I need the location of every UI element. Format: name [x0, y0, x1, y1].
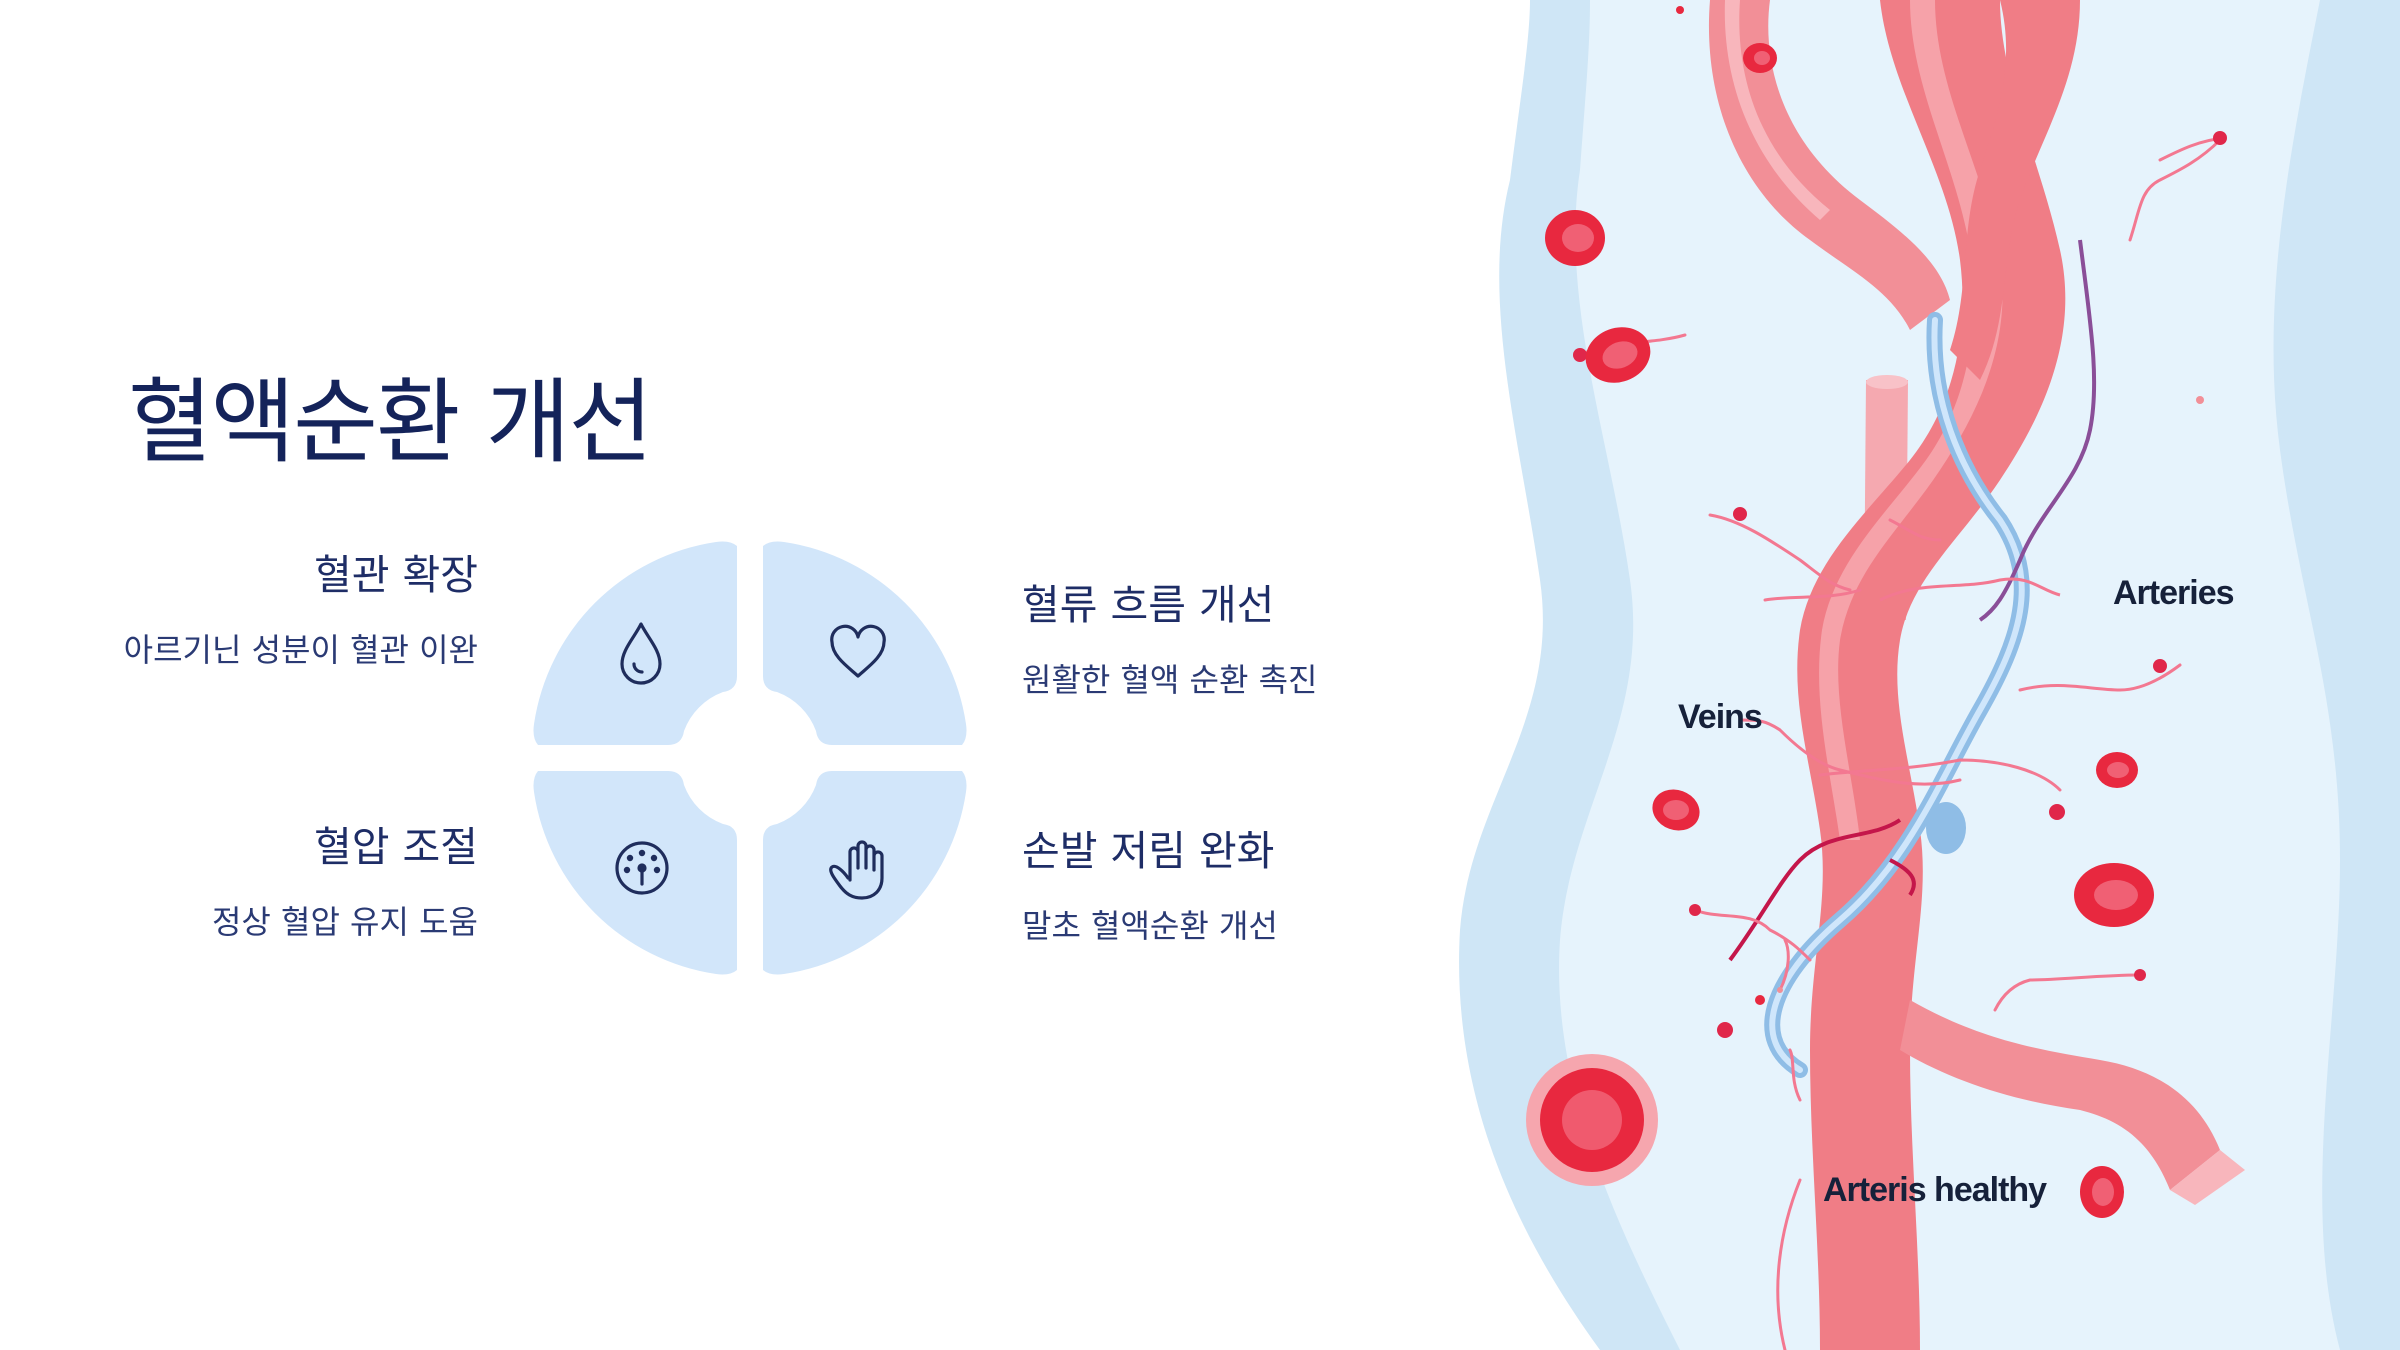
- artery-branch-lower-right: [1900, 1000, 2220, 1190]
- ring-segment-bottom-right: [763, 771, 967, 975]
- blood-vessel-illustration: Arteries Veins Arteris healthy: [1440, 0, 2400, 1350]
- red-blood-cells: [1526, 6, 2154, 1218]
- benefit-ring: [530, 538, 970, 978]
- label-arteries: Arteries: [2113, 574, 2234, 612]
- water-drop-icon: [620, 622, 662, 685]
- benefit-title: 혈관 확장: [314, 551, 478, 599]
- illustration-inner-field: [1559, 0, 2340, 1350]
- label-arteries-healthy: Arteris healthy: [1823, 1171, 2047, 1209]
- ring-segment-top-left: [533, 541, 737, 745]
- hand-icon: [829, 840, 884, 900]
- benefit-numbness: 손발 저림 완화 말초 혈액순환 개선: [1022, 826, 1442, 954]
- benefit-description: 아르기닌 성분이 혈관 이완: [123, 631, 478, 670]
- label-veins: Veins: [1678, 698, 1762, 736]
- vein-valve: [1926, 802, 1966, 854]
- benefit-blood-pressure: 혈압 조절 정상 혈압 유지 도움: [58, 822, 478, 950]
- ring-segment-bottom-left: [533, 771, 737, 975]
- gauge-icon: [615, 841, 669, 895]
- benefit-title: 혈류 흐름 개선: [1022, 581, 1275, 629]
- artery-branch-right: [1950, 0, 2080, 380]
- benefit-title: 손발 저림 완화: [1022, 827, 1275, 875]
- benefit-title: 혈압 조절: [314, 823, 478, 871]
- benefit-blood-flow: 혈류 흐름 개선 원활한 혈액 순환 촉진: [1022, 580, 1442, 708]
- slide-title: 혈액순환 개선: [128, 369, 653, 476]
- artery-branch-left: [1708, 0, 1950, 330]
- benefit-description: 정상 혈압 유지 도움: [211, 903, 478, 942]
- benefit-vasodilation: 혈관 확장 아르기닌 성분이 혈관 이완: [58, 550, 478, 678]
- ring-segment-top-right: [763, 541, 967, 745]
- heart-icon: [830, 624, 886, 678]
- benefit-description: 원활한 혈액 순환 촉진: [1022, 661, 1318, 700]
- benefit-description: 말초 혈액순환 개선: [1022, 907, 1278, 946]
